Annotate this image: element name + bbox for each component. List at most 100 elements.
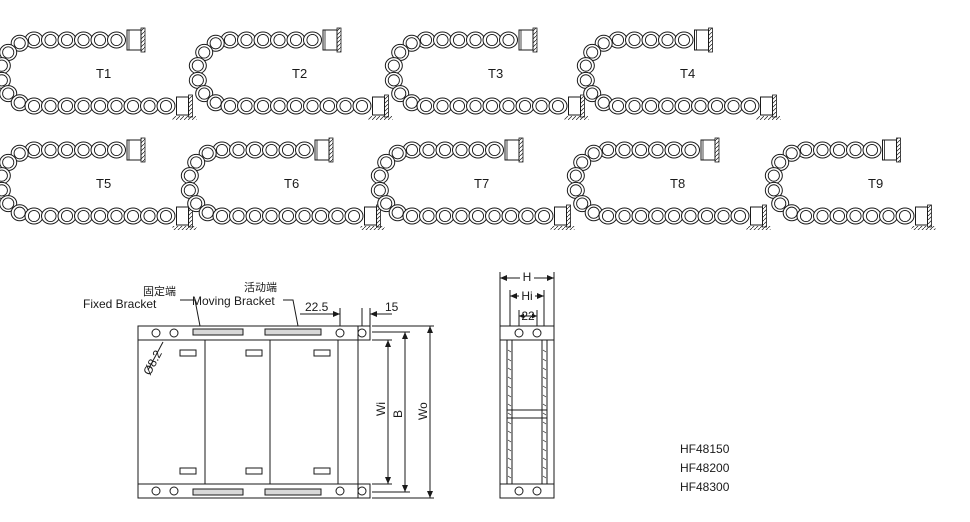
link-pin	[265, 143, 278, 157]
link-pin	[232, 209, 245, 223]
link-pin	[618, 209, 631, 223]
link-pin	[126, 99, 140, 113]
link-pin	[223, 33, 237, 47]
link-pin	[644, 99, 658, 113]
link-pin	[289, 33, 303, 47]
link-pin	[44, 143, 57, 157]
moving-bracket-en-label: Moving Bracket	[192, 294, 275, 308]
wall-tick	[507, 457, 512, 461]
link-pin	[452, 99, 466, 113]
fixed-bracket-en-label: Fixed Bracket	[83, 297, 157, 311]
pitch-dimension-label: 22.5	[305, 300, 329, 314]
wall-tick	[542, 367, 547, 371]
chain-type-t3: T3	[384, 27, 589, 120]
link-pin	[597, 37, 610, 50]
side-hole	[514, 486, 524, 496]
link-pin	[521, 209, 534, 223]
plan-mounting-hole	[151, 486, 161, 496]
link-pin	[405, 96, 418, 109]
link-pin	[223, 99, 237, 113]
wall-tick	[507, 403, 512, 407]
link-pin	[865, 209, 879, 223]
fixed-bracket	[372, 96, 385, 116]
link-pin	[380, 156, 393, 169]
floor-hatch	[550, 226, 575, 230]
link-pin	[452, 33, 466, 47]
link-pin	[419, 99, 433, 113]
link-pin	[93, 99, 107, 113]
link-pin	[485, 33, 499, 47]
link-pin	[597, 96, 610, 109]
wall-tick	[542, 430, 547, 434]
link-pin	[183, 169, 196, 182]
link-pin	[611, 33, 625, 47]
link-pin	[183, 184, 196, 197]
link-pin	[422, 143, 435, 157]
link-pin	[438, 209, 452, 223]
wall-tick	[507, 448, 512, 452]
link-pin	[634, 143, 648, 157]
link-pin	[13, 37, 26, 50]
link-pin	[314, 209, 328, 223]
link-pin	[405, 143, 419, 157]
plan-outer-body	[137, 325, 359, 499]
plan-rail-slot	[192, 328, 244, 336]
wall-tick	[542, 448, 547, 452]
plan-mounting-hole	[335, 486, 345, 496]
side-hole	[514, 328, 524, 338]
plan-top-rail	[137, 325, 359, 341]
link-pin	[569, 184, 582, 197]
link-pin	[733, 209, 747, 223]
link-pin	[198, 87, 211, 100]
floor-hatch	[756, 116, 781, 120]
link-pin	[436, 99, 449, 113]
link-pin	[126, 209, 140, 223]
link-pin	[27, 99, 41, 113]
side-arrows	[500, 275, 554, 319]
wall-tick	[542, 394, 547, 398]
chain-type-label: T2	[292, 66, 307, 81]
link-pin	[13, 96, 26, 109]
wall-tick	[542, 412, 547, 416]
plan-end-tab-bottom	[357, 483, 371, 499]
bracket-hatch	[762, 204, 767, 228]
link-pin	[256, 33, 270, 47]
link-pin	[394, 87, 407, 100]
fixed-bracket	[364, 206, 377, 226]
link-pin	[201, 147, 214, 160]
link-pin	[422, 209, 435, 223]
plan-mounting-hole	[357, 328, 367, 338]
link-pin	[201, 206, 214, 219]
link-pin	[13, 206, 26, 219]
link-pin	[0, 74, 8, 87]
link-pin	[2, 156, 15, 169]
floor-hatch	[911, 226, 936, 230]
floor-hatch	[564, 116, 589, 120]
bracket-hatch	[580, 94, 585, 118]
fixed-bracket	[760, 96, 773, 116]
link-pin	[248, 143, 262, 157]
link-pin	[644, 33, 658, 47]
link-pin	[380, 197, 393, 210]
link-pin	[405, 209, 419, 223]
link-pin	[143, 99, 156, 113]
link-pin	[587, 147, 600, 160]
link-pin	[816, 143, 829, 157]
link-pin	[832, 143, 846, 157]
plan-slot	[245, 467, 263, 475]
wall-tick	[507, 412, 512, 416]
link-pin	[27, 209, 41, 223]
link-pin	[469, 33, 482, 47]
link-pin	[110, 99, 123, 113]
fixed-bracket	[554, 206, 567, 226]
link-pin	[579, 74, 592, 87]
fixed-bracket	[568, 96, 581, 116]
link-pin	[93, 209, 107, 223]
wall-tick	[542, 439, 547, 443]
link-pin	[240, 99, 253, 113]
link-pin	[298, 143, 311, 157]
plan-mounting-hole	[169, 328, 179, 338]
link-pin	[849, 143, 862, 157]
floor-hatch	[360, 226, 385, 230]
link-pin	[281, 209, 295, 223]
